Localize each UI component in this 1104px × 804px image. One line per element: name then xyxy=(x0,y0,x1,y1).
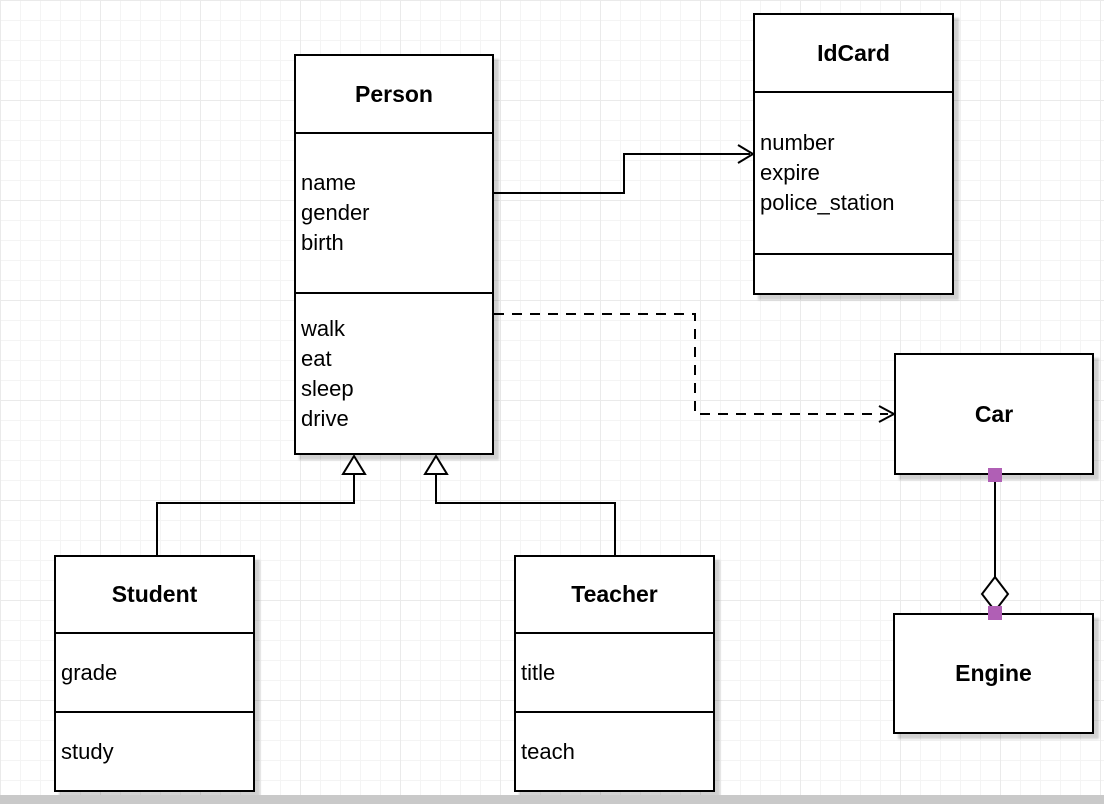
class-attribute: title xyxy=(521,659,556,685)
class-method: sleep xyxy=(301,375,354,401)
attributes-section: title xyxy=(516,634,713,713)
attributes-section: grade xyxy=(56,634,253,713)
class-attribute: number xyxy=(760,130,835,155)
hollow-triangle-arrowhead-icon xyxy=(341,454,367,475)
generalization-line xyxy=(435,474,616,555)
class-method: eat xyxy=(301,345,332,371)
methods-section: walk eat sleep drive xyxy=(296,294,492,453)
class-title: IdCard xyxy=(755,15,952,93)
methods-section-empty xyxy=(755,253,952,291)
class-attribute: birth xyxy=(301,230,344,255)
class-box-student[interactable]: Student grade study xyxy=(54,555,255,792)
association-line xyxy=(494,153,750,194)
methods-section: study xyxy=(56,713,253,790)
class-title: Person xyxy=(296,56,492,134)
class-attribute: police_station xyxy=(760,190,895,215)
generalization-student-person[interactable] xyxy=(156,454,367,555)
class-box-person[interactable]: Person name gender birth walk eat sleep … xyxy=(294,54,494,455)
class-title: Student xyxy=(56,557,253,634)
dependency-line xyxy=(494,313,888,415)
hollow-triangle-arrowhead-icon xyxy=(423,454,449,475)
class-method: drive xyxy=(301,405,349,431)
class-title: Car xyxy=(974,400,1014,427)
aggregation-car-engine[interactable] xyxy=(980,468,1010,620)
class-method: walk xyxy=(301,315,346,341)
class-attribute: grade xyxy=(61,659,118,685)
class-attribute: name xyxy=(301,170,357,195)
generalization-line xyxy=(156,474,355,555)
dependency-person-car[interactable] xyxy=(494,313,897,423)
canvas-bottom-edge xyxy=(0,795,1104,804)
class-attribute: gender xyxy=(301,200,370,225)
class-box-teacher[interactable]: Teacher title teach xyxy=(514,555,715,792)
association-person-idcard[interactable] xyxy=(494,144,755,194)
class-method: teach xyxy=(521,738,575,764)
methods-section: teach xyxy=(516,713,713,790)
class-title: Teacher xyxy=(516,557,713,634)
class-box-engine[interactable]: Engine xyxy=(893,613,1094,734)
class-box-car[interactable]: Car xyxy=(894,353,1094,475)
class-title: Engine xyxy=(955,660,1032,686)
class-method: study xyxy=(61,738,114,764)
class-box-idcard[interactable]: IdCard number expire police_station xyxy=(753,13,954,295)
attributes-section: name gender birth xyxy=(296,134,492,294)
generalization-teacher-person[interactable] xyxy=(423,454,616,555)
open-arrowhead-icon xyxy=(737,144,755,164)
open-arrowhead-icon xyxy=(878,405,897,423)
attributes-section: number expire police_station xyxy=(755,93,952,253)
class-attribute: expire xyxy=(760,160,820,185)
hollow-diamond-icon xyxy=(980,575,1010,613)
